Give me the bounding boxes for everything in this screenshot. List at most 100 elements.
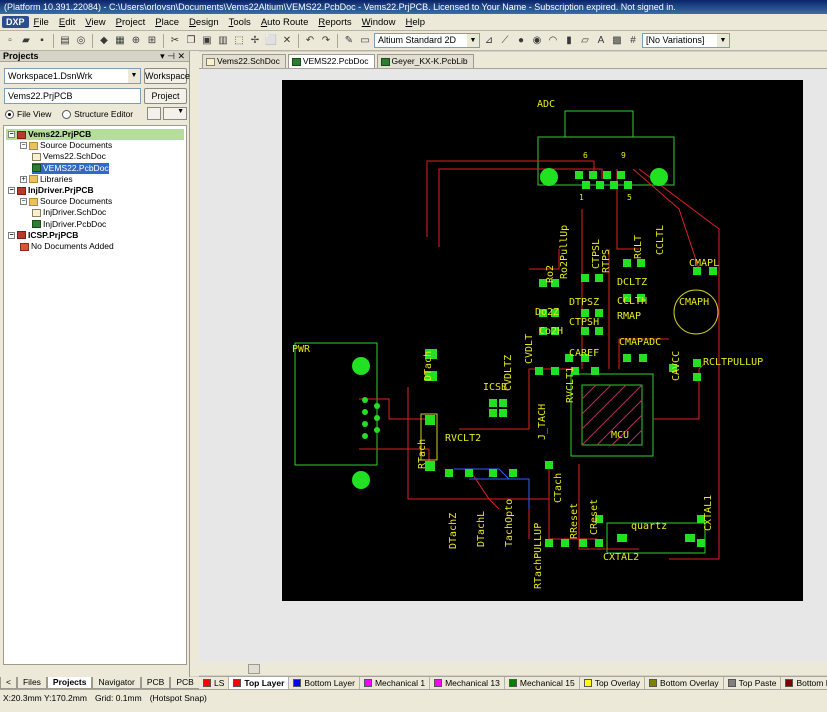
expand-icon[interactable]: + — [20, 175, 27, 183]
rubber-stamp-icon[interactable]: ▥ — [218, 35, 228, 46]
menu-auto-route[interactable]: Auto Route — [260, 16, 309, 28]
3d-view-icon[interactable]: ◆ — [100, 35, 108, 46]
pcb-editor-canvas[interactable]: ADC PWR DTach RTach RVCLT2 DTachZ DTachL… — [199, 68, 827, 662]
layer-icon[interactable]: ▦ — [115, 35, 125, 46]
panel-splitter[interactable] — [190, 51, 199, 676]
grid-icon[interactable]: # — [630, 35, 636, 46]
tab-navigator[interactable]: Navigator — [92, 677, 141, 689]
project-field[interactable]: Vems22.PrjPCB — [4, 88, 141, 104]
collapse-icon[interactable]: − — [8, 131, 15, 138]
collapse-icon[interactable]: − — [20, 142, 27, 150]
fill-icon[interactable]: ▮ — [566, 35, 572, 46]
tree-document[interactable]: InjDriver.SchDoc — [32, 207, 106, 218]
view-mode-select[interactable]: Altium Standard 2D▼ — [374, 33, 480, 48]
component-icon[interactable]: ▩ — [612, 35, 622, 46]
tab-vems22-schdoc[interactable]: Vems22.SchDoc — [202, 54, 286, 68]
layer-tab[interactable]: Mechanical 13 — [430, 677, 505, 689]
scrollbar-thumb[interactable] — [248, 664, 260, 674]
undo-icon[interactable]: ↶ — [305, 35, 315, 46]
pad — [596, 181, 604, 189]
layer-tab[interactable]: Bottom Layer — [289, 677, 360, 689]
structure-editor-radio[interactable] — [62, 110, 72, 120]
zoom-fit-icon[interactable]: ⊕ — [131, 35, 141, 46]
menu-file[interactable]: File — [33, 16, 49, 28]
tree-document[interactable]: InjDriver.PcbDoc — [32, 219, 106, 230]
tab-files[interactable]: Files — [16, 677, 47, 689]
interactive-route-icon[interactable]: ⟋ — [501, 35, 509, 46]
redo-icon[interactable]: ↷ — [321, 35, 331, 46]
tree-document[interactable]: Vems22.SchDoc — [32, 151, 106, 162]
cut-icon[interactable]: ✂ — [170, 35, 180, 46]
via-icon[interactable]: ● — [517, 35, 525, 46]
select-area-icon[interactable]: ⬚ — [234, 35, 244, 46]
pad-icon[interactable]: ◉ — [532, 35, 542, 46]
tree-folder[interactable]: −Source Documents — [20, 140, 112, 151]
menu-help[interactable]: Help — [405, 16, 425, 28]
tab-vems22-pcbdoc[interactable]: VEMS22.PcbDoc — [287, 54, 375, 68]
menu-project[interactable]: Project — [115, 16, 146, 28]
workspace-select[interactable]: Workspace1.DsnWrk▼ — [4, 68, 141, 84]
zoom-area-icon[interactable]: ⊞ — [147, 35, 157, 46]
tree-project[interactable]: −Vems22.PrjPCB — [6, 129, 184, 140]
menu-window[interactable]: Window — [361, 16, 396, 28]
pencil-icon[interactable]: ✎ — [344, 35, 354, 46]
dxp-menu-button[interactable]: DXP — [2, 16, 29, 28]
pad — [693, 373, 701, 381]
tree-folder[interactable]: +Libraries — [20, 174, 73, 185]
collapse-icon[interactable]: − — [8, 187, 15, 194]
panel-menu-icon[interactable]: ▼ — [163, 107, 187, 120]
tree-folder[interactable]: −Source Documents — [20, 196, 112, 207]
string-icon[interactable]: A — [597, 35, 605, 46]
print-icon[interactable]: ▤ — [60, 35, 70, 46]
menu-tools[interactable]: Tools — [228, 16, 251, 28]
pcb-board[interactable]: ADC PWR DTach RTach RVCLT2 DTachZ DTachL… — [199, 69, 827, 663]
layer-tab[interactable]: LS — [199, 677, 230, 689]
layer-tab[interactable]: Mechanical 15 — [505, 677, 580, 689]
menu-design[interactable]: Design — [189, 16, 219, 28]
save-icon[interactable]: ▪ — [40, 35, 44, 46]
layer-tab[interactable]: Top Layer — [229, 677, 290, 689]
status-grid: Grid: 0.1mm — [94, 693, 142, 703]
pad — [693, 359, 701, 367]
tree-project[interactable]: −InjDriver.PrjPCB — [8, 185, 94, 196]
open-icon[interactable]: ▰ — [22, 35, 30, 46]
layer-tab[interactable]: Bottom Paste — [781, 677, 827, 689]
menu-view[interactable]: View — [85, 16, 106, 28]
tab-pcb[interactable]: PCB — [140, 677, 171, 689]
workspace-button[interactable]: Workspace — [144, 68, 190, 84]
tree-document[interactable]: VEMS22.PcbDoc — [32, 162, 109, 174]
menu-edit[interactable]: Edit — [58, 16, 76, 28]
collapse-icon[interactable]: − — [20, 198, 27, 206]
menu-place[interactable]: Place — [155, 16, 180, 28]
tab-geyer-pcblib[interactable]: Geyer_KX-K.PcbLib — [376, 54, 474, 68]
horizontal-scrollbar[interactable] — [199, 662, 827, 675]
collapse-icon[interactable]: − — [8, 231, 15, 239]
layer-tab[interactable]: Bottom Overlay — [645, 677, 724, 689]
file-view-radio[interactable] — [5, 110, 14, 120]
tree-project[interactable]: −ICSP.PrjPCB — [8, 230, 78, 241]
layer-tab[interactable]: Mechanical 1 — [360, 677, 431, 689]
browse-icon[interactable]: ▭ — [360, 35, 370, 46]
panel-options-icon[interactable] — [147, 107, 161, 120]
new-icon[interactable]: ▫ — [8, 35, 12, 46]
deselect-icon[interactable]: ✕ — [282, 35, 292, 46]
move-icon[interactable]: ✢ — [250, 35, 260, 46]
variations-select[interactable]: [No Variations]▼ — [642, 33, 730, 48]
menu-reports[interactable]: Reports — [318, 16, 352, 28]
tab-pcb-2[interactable]: PCB — [170, 677, 200, 689]
paste-icon[interactable]: ▣ — [202, 35, 212, 46]
arc-icon[interactable]: ◠ — [548, 35, 558, 46]
polygon-icon[interactable]: ▱ — [581, 35, 589, 46]
route-icon[interactable]: ⊿ — [484, 35, 494, 46]
tab-projects[interactable]: Projects — [46, 677, 93, 689]
panel-controls-icon[interactable]: ▾ ⊣ ✕ — [160, 51, 185, 61]
tree-folder[interactable]: No Documents Added — [20, 241, 114, 252]
copy-icon[interactable]: ❐ — [186, 35, 196, 46]
pad — [610, 181, 618, 189]
layer-tab[interactable]: Top Paste — [724, 677, 782, 689]
select-icon[interactable]: ⬜ — [264, 35, 278, 46]
layer-tab[interactable]: Top Overlay — [580, 677, 646, 689]
project-button[interactable]: Project — [144, 88, 187, 104]
zoom-icon[interactable]: ◎ — [76, 35, 86, 46]
nav-arrows-icon[interactable]: < > — [0, 677, 17, 698]
